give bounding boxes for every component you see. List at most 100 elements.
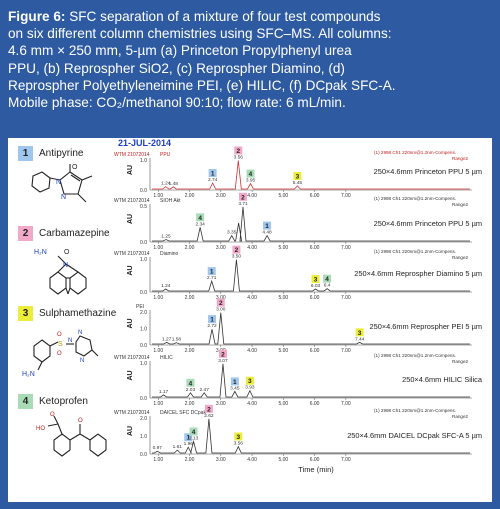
- chromatogram-trace: [152, 363, 470, 398]
- trace-header-range: Range2: [452, 156, 469, 161]
- svg-text:O: O: [50, 412, 55, 418]
- peak-rt-label: 2.03: [186, 387, 196, 393]
- compound-3: 3 Sulphamethazine: [18, 306, 116, 321]
- compound-name-2: Carbamazepine: [39, 228, 110, 239]
- y-tick-label: 1.0: [140, 158, 147, 164]
- peak-id-label: 1: [210, 317, 214, 324]
- caption-line-2: on six different column chemistries usin…: [8, 26, 392, 42]
- caption-line-6: Mobile phase: CO₂/methanol 90:10; flow r…: [8, 95, 346, 111]
- carbamazepine-structure-icon: H₂N O N: [34, 249, 87, 295]
- trace-header-right: (1) 2998 Ch1 220nm@1.2nm-Compens.: [374, 150, 456, 155]
- chromatogram-trace: [152, 418, 470, 454]
- x-tick-label: 5.00: [278, 401, 288, 407]
- svg-text:N: N: [63, 262, 68, 269]
- x-tick-label: 2.00: [185, 348, 195, 354]
- x-tick-label: 7.00: [341, 295, 351, 301]
- x-tick-label: 4.00: [247, 193, 257, 199]
- x-tick-label: 2.00: [185, 401, 195, 407]
- peak-id-box: [311, 275, 320, 284]
- peak-id-label: 3: [248, 378, 252, 385]
- x-tick-label: 6.00: [310, 193, 320, 199]
- peak-id-label: 2: [241, 194, 245, 201]
- peak-id-label: 1: [186, 435, 190, 442]
- trace-header-channel: HILIC: [160, 355, 173, 361]
- x-tick-label: 6.00: [310, 348, 320, 354]
- peak-id-label: 4: [198, 215, 202, 222]
- trace-header-left: WTM 21072014: [114, 251, 150, 257]
- peak-rt-label: 2.47: [200, 387, 210, 393]
- antipyrine-structure-icon: O N N: [31, 164, 93, 203]
- x-tick-label: 7.00: [341, 457, 351, 463]
- x-tick-label: 6.00: [310, 401, 320, 407]
- x-tick-label: 1.00: [153, 401, 163, 407]
- compound-4: 4 Ketoprofen: [18, 394, 88, 409]
- figure-panel: 1 Antipyrine O N N 2 Carbamazepine: [8, 138, 492, 502]
- chromatogram-trace: [152, 160, 470, 190]
- svg-text:O: O: [64, 249, 70, 256]
- peak-id-box: [293, 172, 302, 180]
- peak-rt-label: 1.61: [173, 444, 183, 450]
- peak-rt-label: 3.07: [218, 358, 228, 364]
- y-tick-label: 0.5: [140, 204, 147, 210]
- caption-line-5: Reprospher Polyethyleneimine PEI, (e) HI…: [8, 77, 396, 93]
- x-tick-label: 7.00: [341, 401, 351, 407]
- peak-rt-label: 3.93: [245, 385, 255, 391]
- caption-line-4: PPU, (b) Reprospher SiO2, (c) Reprospher…: [8, 60, 345, 76]
- peak-rt-label: 2.72: [207, 323, 217, 329]
- trace-header-channel: DAICEL SFC DCpak: [160, 410, 206, 416]
- svg-text:O: O: [72, 164, 78, 171]
- peak-id-box: [234, 432, 243, 441]
- peak-id-label: 3: [236, 434, 240, 441]
- x-tick-label: 5.00: [278, 245, 288, 251]
- peak-rt-label: 3.71: [238, 201, 248, 207]
- svg-text:N: N: [78, 330, 82, 336]
- column-label: 250×4.6mm Reprospher Diamino 5 µm: [354, 269, 482, 278]
- peak-rt-label: 3.50: [232, 254, 242, 260]
- x-tick-label: 2.00: [185, 295, 195, 301]
- peak-id-box: [207, 267, 216, 276]
- y-tick-label: 0.0: [140, 290, 147, 296]
- column-label: 250×4.6mm DAICEL DCpak SFC-A 5 µm: [347, 431, 482, 440]
- x-tick-label: 4.00: [247, 457, 257, 463]
- y-axis-label: AU: [127, 318, 134, 328]
- x-tick-label: 5.00: [278, 295, 288, 301]
- x-tick-label: 4.00: [247, 348, 257, 354]
- x-tick-label: 3.00: [216, 245, 226, 251]
- peak-id-label: 4: [249, 171, 253, 178]
- x-tick-label: 3.00: [216, 457, 226, 463]
- svg-text:O: O: [57, 351, 62, 357]
- y-tick-label: 0.0: [140, 452, 147, 458]
- x-tick-label: 5.00: [278, 457, 288, 463]
- y-tick-label: 0.0: [140, 240, 147, 246]
- x-tick-label: 5.00: [278, 193, 288, 199]
- peak-id-label: 2: [207, 406, 211, 413]
- x-tick-label: 2.00: [185, 245, 195, 251]
- peak-rt-label: 2.13: [189, 435, 199, 441]
- peak-rt-label: 6.4: [324, 283, 331, 289]
- peak-id-box: [184, 433, 193, 442]
- x-tick-label: 1.00: [153, 193, 163, 199]
- peak-id-box: [323, 274, 332, 283]
- chromatogram-trace: [152, 206, 470, 242]
- y-tick-label: 0.0: [140, 343, 147, 349]
- svg-text:N: N: [80, 358, 84, 364]
- peak-id-label: 2: [235, 247, 239, 254]
- peak-id-label: 1: [210, 269, 214, 276]
- y-tick-label: 1.0: [140, 257, 147, 263]
- trace-header-right: (1) 2998 Ch1 220nm@1.2nm-Compens.: [374, 196, 456, 201]
- x-tick-label: 1.00: [153, 295, 163, 301]
- compound-number-2: 2: [18, 226, 33, 241]
- x-tick-label: 4.00: [247, 401, 257, 407]
- caption-line-3: 4.6 mm × 250 mm, 5-µm (a) Princeton Prop…: [8, 43, 352, 59]
- column-label: 250×4.6mm Princeton PPU 5 µm: [374, 219, 482, 228]
- peak-id-box: [208, 315, 217, 324]
- peak-rt-label: 5.45: [293, 180, 303, 186]
- compound-1: 1 Antipyrine: [18, 146, 83, 161]
- peak-rt-label: 1.17: [159, 389, 169, 395]
- peak-id-box: [355, 328, 364, 337]
- trace-header-left: WTM 21072014: [114, 152, 150, 158]
- trace-header-range: Range2: [452, 255, 469, 260]
- y-tick-label: 1.0: [140, 434, 147, 440]
- x-tick-label: 4.00: [247, 245, 257, 251]
